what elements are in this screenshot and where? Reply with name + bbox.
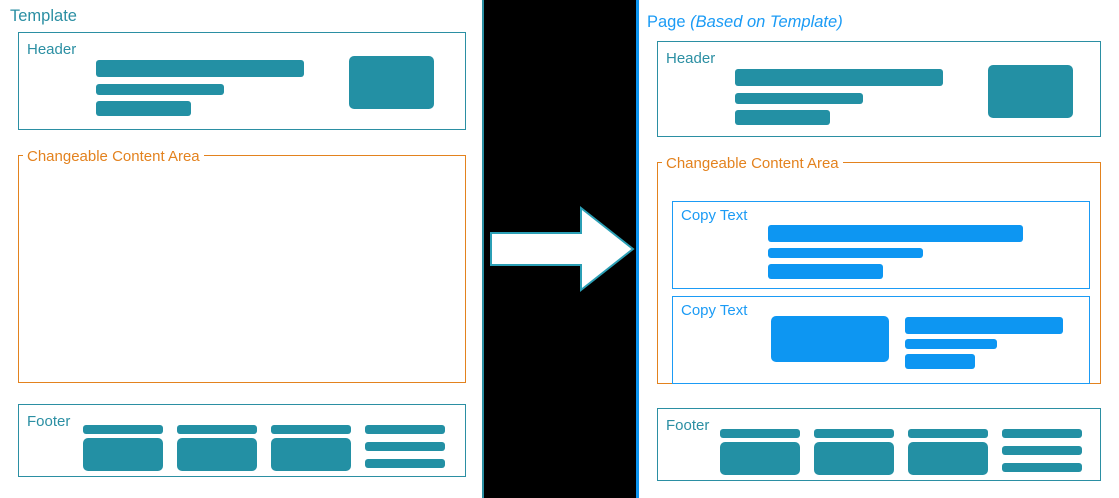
- template-panel: Template Header Changeable Content Area …: [0, 0, 484, 498]
- page-header-bar-1: [735, 69, 943, 86]
- template-panel-title: Template: [10, 7, 77, 25]
- page-header-label: Header: [662, 51, 720, 66]
- page-copy-block-1-bar-3: [768, 264, 883, 279]
- template-footer-textline-3: [365, 459, 445, 468]
- page-panel: Page (Based on Template) Header Changeab…: [636, 0, 1119, 498]
- template-header-bar-3: [96, 101, 191, 116]
- page-header-section: Header: [657, 41, 1101, 137]
- page-copy-block-2-label: Copy Text: [677, 303, 752, 318]
- page-footer-label: Footer: [662, 418, 714, 433]
- page-copy-block-1-label: Copy Text: [677, 208, 752, 223]
- page-content-area-section: Changeable Content Area Copy Text Copy T…: [657, 156, 1101, 384]
- page-copy-block-2-image-block: [771, 316, 889, 362]
- page-footer-col2-bar: [814, 429, 894, 438]
- page-copy-block-2: Copy Text: [672, 296, 1090, 384]
- template-footer-section: Footer: [18, 404, 466, 477]
- page-panel-title: Page (Based on Template): [647, 14, 843, 31]
- template-footer-col3-bar: [271, 425, 351, 434]
- page-copy-block-1: Copy Text: [672, 201, 1090, 289]
- page-title-italic: (Based on Template): [690, 13, 843, 31]
- page-footer-col3-bar: [908, 429, 988, 438]
- template-content-area-label: Changeable Content Area: [23, 149, 204, 164]
- page-copy-block-2-bar-1: [905, 317, 1063, 334]
- page-footer-col3-block: [908, 442, 988, 475]
- right-arrow-icon: [490, 205, 635, 293]
- page-copy-block-2-bar-2: [905, 339, 997, 349]
- template-footer-col1-block: [83, 438, 163, 471]
- template-footer-col2-block: [177, 438, 257, 471]
- template-header-label: Header: [23, 42, 81, 57]
- page-footer-textline-1: [1002, 429, 1082, 438]
- page-header-image-block: [988, 65, 1073, 118]
- transform-arrow: [489, 205, 635, 293]
- template-header-section: Header: [18, 32, 466, 130]
- template-header-image-block: [349, 56, 434, 109]
- page-copy-block-1-bar-2: [768, 248, 923, 258]
- template-header-bar-2: [96, 84, 224, 95]
- page-footer-col2-block: [814, 442, 894, 475]
- template-header-bar-1: [96, 60, 304, 77]
- page-footer-col1-block: [720, 442, 800, 475]
- template-footer-col1-bar: [83, 425, 163, 434]
- page-copy-block-2-bar-3: [905, 354, 975, 369]
- template-footer-label: Footer: [23, 414, 75, 429]
- page-footer-textline-2: [1002, 446, 1082, 455]
- page-footer-textline-3: [1002, 463, 1082, 472]
- template-content-area-section: Changeable Content Area: [18, 149, 466, 383]
- page-header-bar-3: [735, 110, 830, 125]
- page-header-bar-2: [735, 93, 863, 104]
- page-copy-block-1-bar-1: [768, 225, 1023, 242]
- page-content-area-label: Changeable Content Area: [662, 156, 843, 171]
- page-footer-col1-bar: [720, 429, 800, 438]
- template-footer-col2-bar: [177, 425, 257, 434]
- template-footer-textline-1: [365, 425, 445, 434]
- template-footer-textline-2: [365, 442, 445, 451]
- page-title-main: Page: [647, 13, 691, 31]
- page-footer-section: Footer: [657, 408, 1101, 481]
- template-footer-col3-block: [271, 438, 351, 471]
